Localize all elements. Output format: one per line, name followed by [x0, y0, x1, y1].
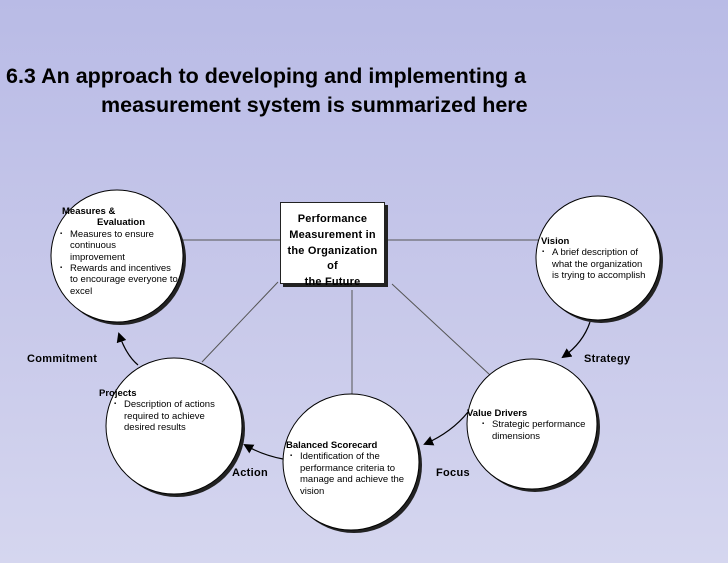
measures-heading-1: Measures &	[62, 206, 116, 217]
scorecard-bullet-1: Identification of the performance criter…	[289, 451, 418, 497]
center-performance-box: Performance Measurement in the Organizat…	[280, 202, 385, 288]
label-strategy: Strategy	[584, 353, 631, 365]
slide-title-line-1: 6.3 An approach to developing and implem…	[6, 64, 527, 88]
arrow-projects-to-measures	[116, 332, 139, 366]
node-balanced-scorecard: Balanced Scorecard Identification of the…	[286, 440, 418, 497]
measures-bullet-1: Measures to ensure continuous improvemen…	[59, 229, 160, 263]
measures-heading-2: Evaluation	[97, 217, 146, 229]
value-drivers-bullet-1: Strategic performance dimensions	[481, 419, 600, 442]
center-line-2: Measurement in	[289, 228, 376, 241]
vision-bullet-1: A brief description of what the organiza…	[541, 247, 650, 281]
spoke-to-projects	[201, 281, 279, 363]
arrow-vision-to-value-drivers	[561, 321, 591, 359]
projects-heading: Projects	[99, 388, 137, 399]
label-action: Action	[232, 467, 269, 479]
spoke-lines	[180, 239, 542, 398]
slide-title-line-2: measurement system is summarized here	[101, 93, 528, 117]
vision-heading: Vision	[541, 236, 570, 247]
center-line-4: the Future	[304, 276, 361, 289]
node-measures-evaluation: Measures & Evaluation Measures to ensure…	[59, 206, 181, 297]
node-projects: Projects Description of actions required…	[99, 388, 229, 434]
spoke-to-value-drivers	[391, 283, 491, 376]
value-drivers-heading: Value Drivers	[467, 408, 528, 419]
label-focus: Focus	[436, 467, 470, 479]
slide-title: 6.3 An approach to developing and implem…	[6, 62, 706, 120]
label-commitment: Commitment	[27, 353, 98, 365]
cycle-arrows	[116, 321, 591, 460]
arrow-value-drivers-to-scorecard	[423, 411, 469, 446]
vision-bullet-list: A brief description of what the organiza…	[541, 247, 653, 281]
center-line-3: the Organization of	[287, 244, 378, 273]
value-drivers-bullet-list: Strategic performance dimensions	[467, 419, 597, 442]
scorecard-heading: Balanced Scorecard	[286, 440, 378, 451]
projects-bullet-1: Description of actions required to achie…	[113, 399, 226, 433]
arrow-scorecard-to-projects	[243, 443, 284, 460]
node-value-drivers: Value Drivers Strategic performance dime…	[467, 408, 597, 442]
scorecard-bullet-list: Identification of the performance criter…	[286, 451, 418, 497]
center-line-1: Performance	[297, 213, 368, 225]
projects-bullet-list: Description of actions required to achie…	[99, 399, 229, 433]
measures-bullet-list: Measures to ensure continuous improvemen…	[59, 229, 181, 297]
measures-bullet-2: Rewards and incentives to encourage ever…	[59, 263, 180, 297]
node-vision: Vision A brief description of what the o…	[541, 236, 653, 282]
